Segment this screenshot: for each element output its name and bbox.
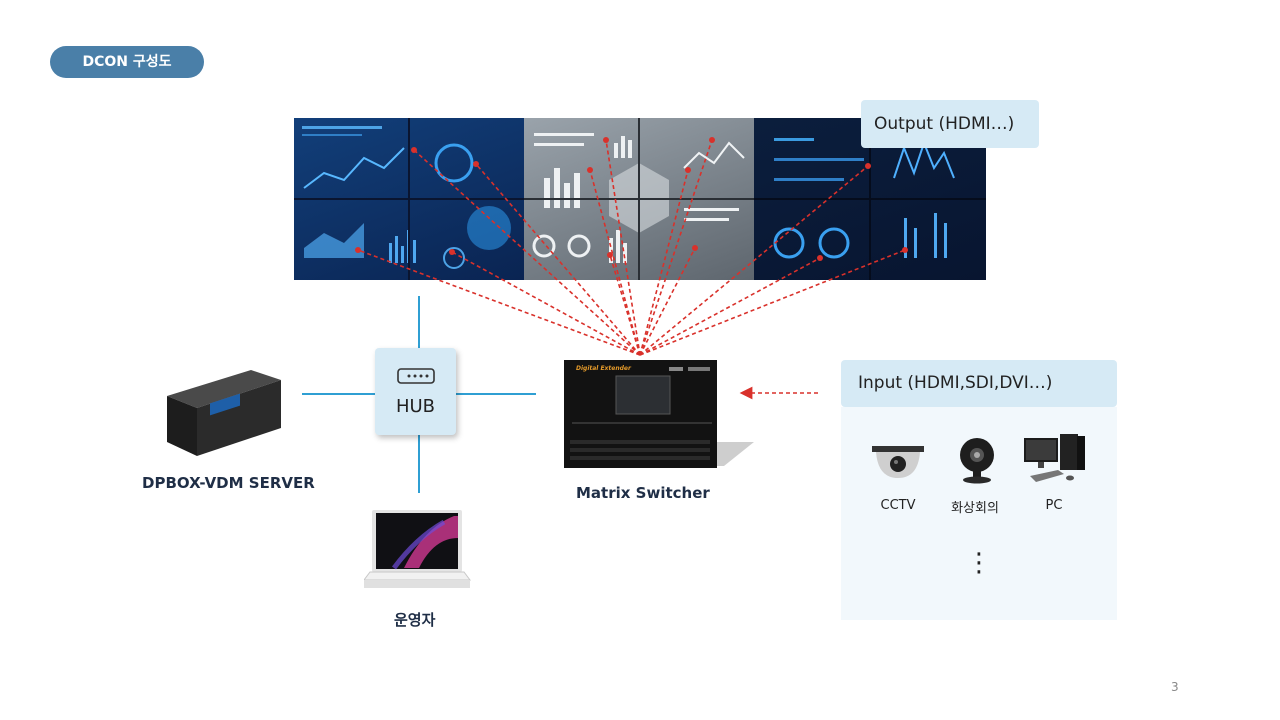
page-number: 3: [1171, 680, 1179, 694]
connector-line: [302, 393, 375, 395]
more-sources-indicator: ⋮: [966, 548, 992, 578]
video-wall-display: [294, 118, 986, 280]
arrow-line: [639, 257, 821, 356]
server-label: DPBOX-VDM SERVER: [142, 474, 315, 492]
arrow-line: [451, 251, 641, 356]
laptop-icon: [364, 510, 471, 588]
arrow-line: [639, 165, 869, 356]
arrow-line: [475, 163, 641, 356]
output-label: Output (HDMI…): [861, 100, 1039, 148]
cctv-camera-icon: [872, 446, 924, 478]
arrow-line: [639, 139, 713, 356]
hub-label: HUB: [395, 396, 436, 417]
hub-box: HUB: [375, 348, 456, 435]
input-label: Input (HDMI,SDI,DVI…): [841, 360, 1117, 407]
connector-line: [456, 393, 536, 395]
desktop-pc-icon: [1024, 434, 1085, 482]
arrow-line: [357, 249, 641, 356]
source-label-cctv: CCTV: [880, 498, 916, 513]
operator-label: 운영자: [394, 611, 436, 629]
arrow-line: [589, 169, 641, 356]
switcher-label: Matrix Switcher: [576, 484, 710, 502]
arrow-line: [639, 249, 906, 356]
arrow-line: [639, 169, 689, 356]
source-label-video-conference: 화상회의: [951, 501, 999, 516]
page-title: DCON 구성도: [50, 46, 204, 78]
video-wall-panel-left: [294, 118, 524, 280]
arrow-line: [413, 149, 641, 356]
connector-line: [418, 435, 420, 493]
network-switch-icon: [397, 368, 435, 384]
video-wall-panel-middle: [524, 118, 754, 280]
arrow-line: [639, 247, 696, 356]
switcher-brand: Digital Extender: [576, 365, 631, 372]
source-label-pc: PC: [1045, 498, 1063, 513]
server-icon: [167, 370, 281, 456]
webcam-icon: [960, 438, 994, 484]
connector-line: [418, 296, 420, 348]
matrix-switcher-device: Digital Extender: [564, 360, 756, 470]
arrow-line: [605, 139, 641, 356]
arrow-line: [609, 254, 641, 356]
